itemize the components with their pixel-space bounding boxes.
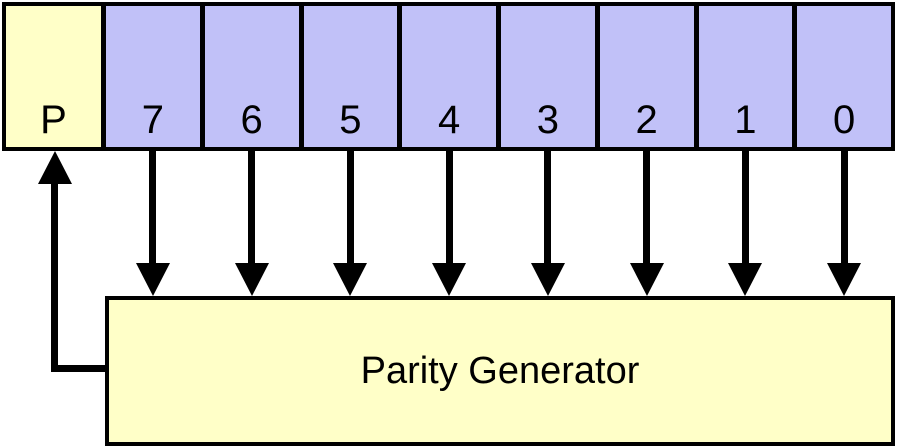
bit-6-arrow-shaft: [248, 151, 256, 265]
parity-generator-label: Parity Generator: [360, 349, 640, 392]
bit-5-arrow-shaft: [346, 151, 354, 265]
parity-generator-box: Parity Generator: [105, 296, 895, 446]
bit-2-arrow-shaft: [643, 151, 651, 265]
feedback-vertical-line: [51, 181, 58, 372]
bit-5-down-arrowhead-icon: [333, 263, 368, 296]
register-cell-2: 2: [594, 6, 694, 147]
bit-1-arrow-shaft: [741, 151, 749, 265]
bit-7-down-arrowhead-icon: [135, 263, 170, 296]
register-cell-3: 3: [496, 6, 595, 147]
bit-3-arrow-shaft: [544, 151, 552, 265]
register-cell-1: 1: [693, 6, 793, 147]
bit-2-down-arrowhead-icon: [629, 263, 664, 296]
bit-0-down-arrowhead-icon: [827, 263, 862, 296]
bit-0-arrow-shaft: [840, 151, 848, 265]
register-cell-0: 0: [792, 6, 891, 147]
feedback-horizontal-line: [51, 365, 109, 372]
feedback-up-arrowhead-icon: [38, 151, 72, 184]
register-cell-p: P: [6, 6, 101, 147]
register-cell-7: 7: [101, 6, 200, 147]
bit-6-down-arrowhead-icon: [234, 263, 269, 296]
bit-3-down-arrowhead-icon: [530, 263, 565, 296]
bit-1-down-arrowhead-icon: [728, 263, 763, 296]
register-cell-4: 4: [397, 6, 496, 147]
bit-4-arrow-shaft: [445, 151, 453, 265]
register-cell-5: 5: [298, 6, 398, 147]
bit-7-arrow-shaft: [149, 151, 157, 265]
register-cell-6: 6: [199, 6, 299, 147]
bit-4-down-arrowhead-icon: [432, 263, 467, 296]
